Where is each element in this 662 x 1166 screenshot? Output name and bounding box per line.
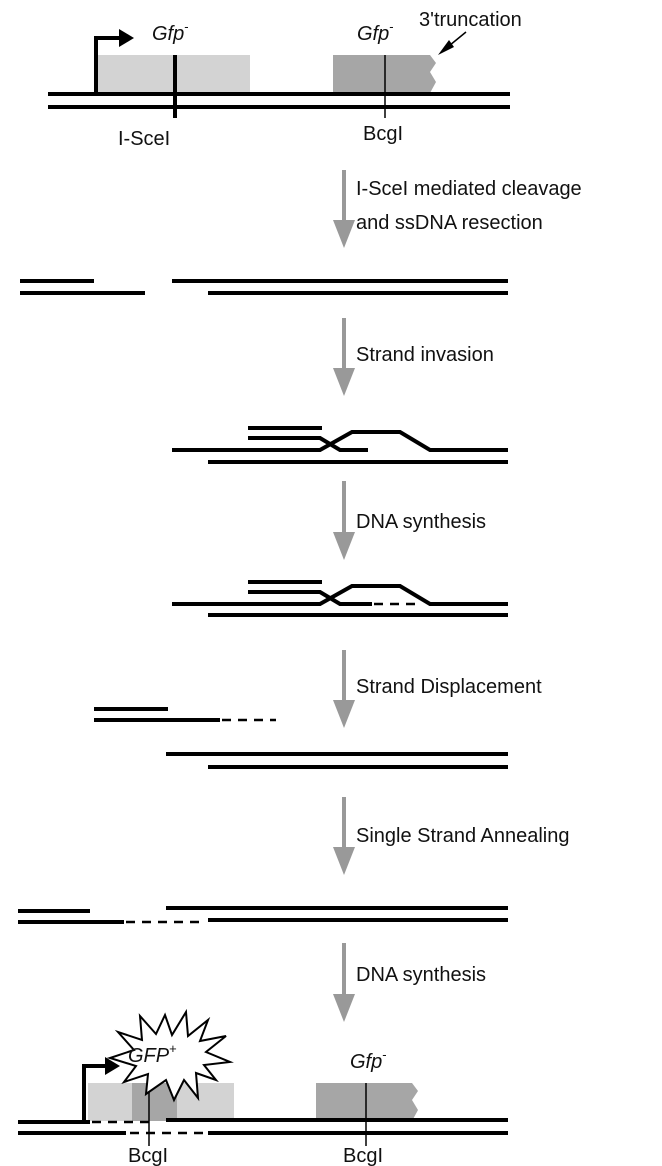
promoter-arrowhead-bottom-icon [105, 1057, 120, 1075]
gfp-right-label: Gfp- [357, 19, 394, 45]
step-4-label: Strand Displacement [356, 676, 542, 698]
bcgi-label-left: BcgI [128, 1145, 168, 1166]
step-1-label-line2: and ssDNA resection [356, 212, 543, 234]
step-1-label-line1: I-SceI mediated cleavage [356, 178, 582, 200]
stage-dna-synthesis-1 [172, 580, 508, 617]
stage-single-strand-annealing [18, 906, 508, 924]
promoter-arrow-bottom-icon [82, 1064, 108, 1121]
step-6-label: DNA synthesis [356, 964, 486, 986]
stage-strand-invasion [172, 426, 508, 464]
step-arrow-5: Single Strand Annealing [333, 797, 570, 875]
bottom-construct: GFP+ Gfp- BcgI BcgI [18, 1008, 508, 1166]
gfp-right-label-bottom: Gfp- [350, 1047, 387, 1073]
step-arrow-1: I-SceI mediated cleavage and ssDNA resec… [333, 170, 582, 248]
promoter-arrowhead-icon [119, 29, 134, 47]
stage-strand-displacement [94, 707, 508, 769]
gfp-burst-icon [106, 1008, 234, 1103]
top-construct: Gfp- Gfp- 3'truncation I-SceI BcgI [48, 9, 522, 150]
step-arrow-3: DNA synthesis [333, 481, 486, 560]
gfp-right-truncated-box-bottom [316, 1083, 418, 1121]
gfp-left-label: Gfp- [152, 19, 189, 45]
promoter-arrow-icon [94, 36, 122, 94]
gfp-burst-label: GFP+ [128, 1041, 177, 1067]
iscei-label: I-SceI [118, 128, 170, 150]
step-arrow-2: Strand invasion [333, 318, 494, 396]
step-2-label: Strand invasion [356, 344, 494, 366]
bcgi-label-right: BcgI [343, 1145, 383, 1166]
truncation-pointer-head-icon [438, 40, 454, 55]
step-3-label: DNA synthesis [356, 511, 486, 533]
step-5-label: Single Strand Annealing [356, 825, 570, 847]
bcgi-label-top: BcgI [363, 123, 403, 145]
stage-resection [20, 279, 508, 295]
step-arrow-4: Strand Displacement [333, 650, 542, 728]
truncation-label: 3'truncation [419, 9, 522, 31]
step-arrow-6: DNA synthesis [333, 943, 486, 1022]
